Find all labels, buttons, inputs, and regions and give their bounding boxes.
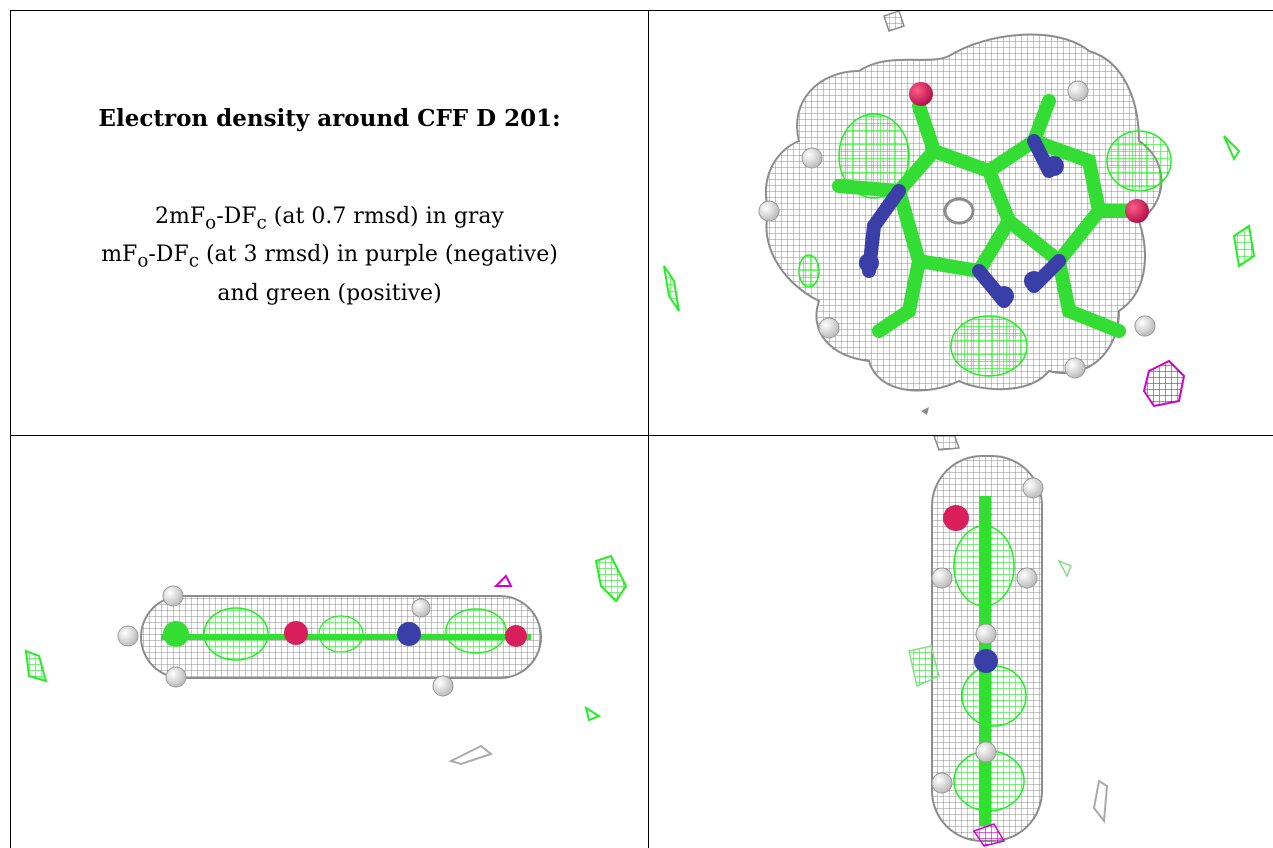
hydrogen-atom	[1134, 315, 1156, 337]
caption-line2-sub1: o	[137, 250, 149, 272]
density-top-view	[649, 11, 1273, 435]
hydrogen-atom	[1067, 80, 1089, 102]
gray-density-fragment	[933, 436, 961, 451]
positive-density-fragment	[663, 265, 680, 312]
nitrogen-atom	[1044, 156, 1064, 176]
positive-density-blob	[318, 615, 364, 653]
end-view-render	[908, 436, 1109, 847]
hydrogen-atom	[165, 666, 187, 688]
nitrogen-atom	[859, 253, 879, 273]
caption-line1-sub1: o	[205, 212, 217, 234]
gray-density-fragment	[921, 407, 929, 415]
oxygen-atom	[505, 625, 527, 647]
caption-line2-suffix: (at 3 rmsd) in purple (negative)	[198, 242, 558, 268]
caption-line-gray: 2mFo-DFc (at 0.7 rmsd) in gray	[11, 201, 648, 239]
gray-density-fragment	[448, 744, 494, 766]
negative-density-fragment	[493, 574, 513, 587]
border-top	[11, 10, 1273, 11]
positive-density-fragment	[1057, 559, 1072, 578]
side-view-render	[24, 554, 628, 766]
hydrogen-atom	[758, 200, 780, 222]
positive-density-blob	[953, 525, 1015, 607]
nitrogen-atom	[974, 649, 998, 673]
border-middle-horizontal	[11, 435, 1273, 436]
figure-title: Electron density around CFF D 201:	[98, 105, 561, 132]
caption-line1-sub2: c	[256, 212, 267, 234]
hydrogen-atom	[931, 567, 953, 589]
positive-density-fragment	[24, 649, 48, 683]
molecule-bonds	[832, 94, 1146, 338]
hydrogen-atom	[801, 147, 823, 169]
positive-density-blob	[950, 315, 1028, 377]
positive-density-fragment	[1223, 135, 1241, 162]
hydrogen-atom	[411, 598, 431, 618]
caption-line2-mid: -DF	[148, 242, 189, 268]
hydrogen-atom	[818, 317, 840, 339]
hydrogen-atom	[975, 623, 997, 645]
oxygen-atom	[943, 505, 969, 531]
hydrogen-atom	[1064, 357, 1086, 379]
caption-cell: Electron density around CFF D 201: 2mFo-…	[11, 11, 648, 435]
density-end-view	[649, 436, 1273, 848]
border-left	[10, 10, 11, 848]
hydrogen-atom	[931, 772, 953, 794]
positive-density-fragment	[584, 705, 602, 722]
oxygen-atom	[1125, 199, 1149, 223]
positive-density-blob	[838, 113, 910, 199]
caption-line-difference: mFo-DFc (at 3 rmsd) in purple (negative)	[11, 239, 648, 277]
oxygen-atom	[284, 621, 308, 645]
positive-density-blob	[203, 607, 269, 661]
positive-density-blob	[445, 608, 507, 654]
hydrogen-atom	[432, 675, 454, 697]
positive-density-fragment	[594, 554, 628, 603]
nitrogen-atom	[1024, 271, 1044, 291]
caption-line1-suffix: (at 0.7 rmsd) in gray	[266, 204, 504, 229]
positive-density-blob	[1106, 130, 1172, 192]
border-middle-vertical	[648, 10, 649, 848]
nitrogen-atom	[397, 622, 421, 646]
caption-line-positive: and green (positive)	[217, 280, 442, 306]
hydrogen-atom	[1022, 477, 1044, 499]
hydrogen-atom	[162, 585, 184, 607]
gray-density-fragment	[1092, 779, 1109, 824]
caption-line1-prefix: 2mF	[155, 204, 206, 229]
gray-density-fragment	[883, 11, 905, 32]
positive-density-blob	[961, 665, 1027, 727]
nitrogen-atom	[994, 286, 1014, 306]
caption-line2-prefix: mF	[101, 242, 138, 268]
legend-caption: 2mFo-DFc (at 0.7 rmsd) in gray mFo-DFc (…	[11, 201, 648, 310]
positive-density-fragment	[1232, 224, 1256, 268]
hydrogen-atom	[117, 625, 139, 647]
positive-density-blob	[798, 254, 820, 288]
carbon-atom	[163, 621, 189, 647]
caption-line2-sub2: c	[188, 250, 199, 272]
oxygen-atom	[909, 82, 933, 106]
ring-hole	[943, 197, 975, 225]
hydrogen-atom	[975, 741, 997, 763]
density-side-view	[11, 436, 648, 848]
negative-density-fragment	[972, 823, 1006, 847]
negative-density-blob	[1142, 359, 1186, 408]
top-view-render	[663, 11, 1256, 415]
positive-density-fragment	[908, 645, 940, 688]
hydrogen-atom	[1016, 567, 1038, 589]
caption-line1-mid: -DF	[216, 204, 257, 229]
